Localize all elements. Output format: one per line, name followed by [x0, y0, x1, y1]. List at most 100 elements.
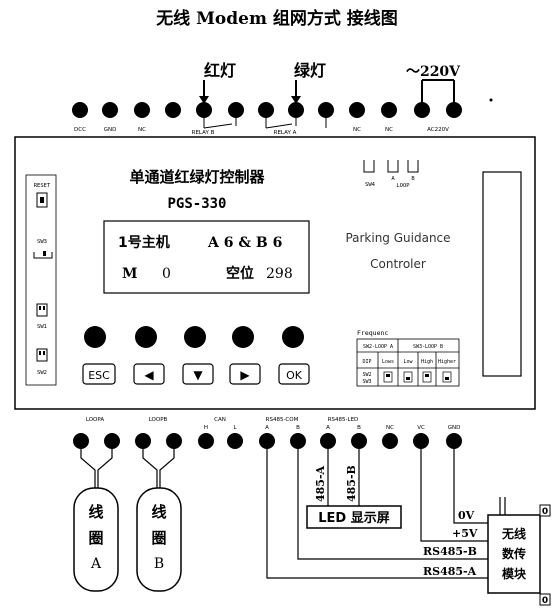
label-gnd-top: GND — [104, 127, 117, 133]
coil-b-char-2: 圈 — [151, 529, 166, 547]
terminal-gnd-bottom — [446, 433, 462, 449]
loop-label: LOOP — [396, 183, 410, 189]
ac-power-label: ～220V — [406, 64, 461, 80]
top-terminal-block — [72, 102, 462, 118]
terminal-led-b — [351, 433, 367, 449]
freq-title: Frequenc — [357, 329, 388, 337]
freq-header-a: SW2-LOOP A — [363, 344, 393, 350]
brand-line-1: Parking Guidance — [345, 231, 450, 245]
sw3-switch[interactable] — [33, 252, 53, 259]
label-can-l: L — [233, 425, 237, 431]
label-gnd-bottom: GND — [448, 425, 461, 431]
wire-label-5v: +5V — [452, 527, 478, 540]
down-button[interactable] — [182, 363, 214, 385]
label-com-b: B — [296, 425, 300, 431]
label-relay-b: RELAY B — [192, 130, 215, 136]
label-loopa: LOOPA — [86, 417, 104, 423]
label-rs485-led: RS485-LED — [328, 417, 359, 423]
terminal-x1 — [165, 102, 181, 118]
left-button-icon: ◀ — [144, 368, 154, 382]
module-side-port-top — [539, 504, 551, 517]
freq-high: High — [421, 359, 433, 365]
label-rs485-com: RS485-COM — [266, 417, 299, 423]
right-button[interactable] — [229, 363, 261, 385]
terminal-nc-1 — [134, 102, 150, 118]
sw1-dip[interactable] — [36, 303, 48, 317]
reset-label: RESET — [34, 183, 51, 189]
frequency-table: Frequenc SW2-LOOP A SW3-LOOP B DIP Lows … — [356, 329, 460, 387]
terminal-nc-3 — [381, 102, 397, 118]
terminal-can-h — [198, 433, 214, 449]
esc-button[interactable] — [82, 363, 116, 385]
freq-header-b: SW3-LOOP B — [413, 344, 443, 350]
coil-b-char-3: B — [154, 556, 164, 572]
label-nc-2: NC — [353, 127, 361, 133]
ok-button[interactable] — [278, 363, 310, 385]
round-button-3[interactable] — [184, 326, 206, 348]
terminal-relay-a-1 — [258, 102, 274, 118]
label-loopb: LOOPB — [149, 417, 168, 423]
lcd-display — [103, 220, 310, 294]
label-nc-bottom: NC — [386, 425, 394, 431]
terminal-relay-a-3 — [318, 102, 334, 118]
sw4-label: SW4 — [365, 182, 376, 188]
bottom-terminal-block — [73, 433, 462, 449]
module-label-3: 模块 — [502, 566, 527, 581]
round-button-2[interactable] — [135, 326, 157, 348]
red-light-label: 红灯 — [204, 61, 236, 80]
terminal-can-l — [227, 433, 243, 449]
brand-line-2: Controler — [370, 257, 426, 271]
round-button-4[interactable] — [232, 326, 254, 348]
sw1-label: SW1 — [37, 324, 47, 330]
label-com-a: A — [265, 425, 269, 431]
lcd-free-value: 298 — [266, 266, 293, 282]
lcd-free-label: 空位 — [226, 265, 254, 282]
terminal-com-a — [259, 433, 275, 449]
down-button-icon: ▼ — [193, 368, 203, 382]
freq-sw2: SW2 — [362, 372, 371, 378]
label-nc-3: NC — [385, 127, 393, 133]
label-led-b: B — [357, 425, 361, 431]
lcd-channel-values: A 6 & B 6 — [207, 235, 282, 251]
coil-a-char-3: A — [90, 556, 102, 572]
coil-b — [136, 487, 182, 592]
terminal-loopb-1 — [135, 433, 151, 449]
round-button-1[interactable] — [84, 326, 106, 348]
right-button-icon: ▶ — [240, 368, 250, 382]
module-side-top: 0 — [542, 507, 548, 517]
led-screen — [306, 505, 402, 529]
sw2-label: SW2 — [37, 370, 47, 376]
round-button-5[interactable] — [282, 326, 304, 348]
module-side-port-bottom — [539, 593, 551, 606]
terminal-nc-2 — [349, 102, 365, 118]
terminal-relay-b-2 — [228, 102, 244, 118]
controller-model: PGS-330 — [167, 196, 226, 212]
lcd-host-label: 1号主机 — [118, 234, 170, 251]
terminal-relay-a-2 — [288, 102, 304, 118]
wire-label-rs485b: RS485-B — [423, 545, 477, 558]
terminal-dcc — [72, 102, 88, 118]
terminal-ac-2 — [446, 102, 462, 118]
freq-dip: DIP — [362, 359, 371, 365]
terminal-loopa-1 — [73, 433, 89, 449]
label-nc-1: NC — [138, 127, 146, 133]
terminal-loopb-2 — [166, 433, 182, 449]
label-ac220v: AC220V — [427, 127, 449, 133]
label-vc: VC — [417, 425, 425, 431]
esc-button-label: ESC — [88, 369, 110, 382]
wire-label-485a: 485-A — [314, 465, 327, 502]
module-label-2: 数传 — [502, 546, 526, 561]
wire-label-0v: 0V — [458, 509, 475, 522]
wireless-module — [487, 514, 541, 594]
terminal-com-b — [290, 433, 306, 449]
freq-low: Low — [403, 359, 413, 365]
diagram-title: 无线 Modem 组网方式 接线图 — [155, 8, 398, 29]
sw3-label: SW3 — [37, 239, 47, 245]
green-light-label: 绿灯 — [294, 61, 326, 80]
sw2-dip[interactable] — [36, 348, 48, 362]
terminal-vc — [413, 433, 429, 449]
label-can: CAN — [214, 417, 226, 423]
lcd-mode-value: 0 — [162, 266, 171, 282]
left-button[interactable] — [133, 363, 165, 385]
